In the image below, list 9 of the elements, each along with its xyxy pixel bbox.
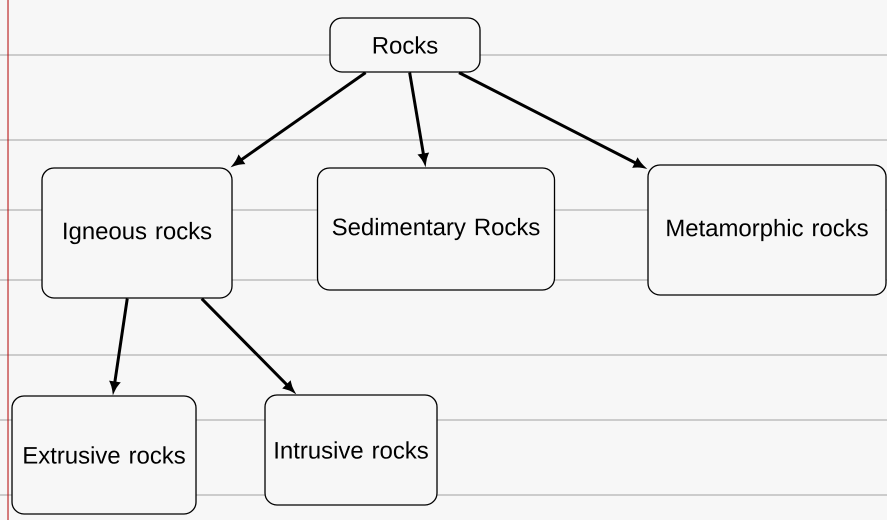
node-box: Intrusive rocks [264, 394, 438, 506]
root-box: Rocks [329, 17, 481, 73]
node-box: Igneous rocks [41, 167, 233, 299]
arrow [458, 71, 644, 168]
node-box: Metamorphic rocks [647, 164, 887, 296]
node-box: Sedimentary Rocks [316, 167, 556, 291]
arrow [233, 71, 366, 166]
node-box: Extrusive rocks [11, 395, 197, 515]
arrow [200, 298, 294, 392]
